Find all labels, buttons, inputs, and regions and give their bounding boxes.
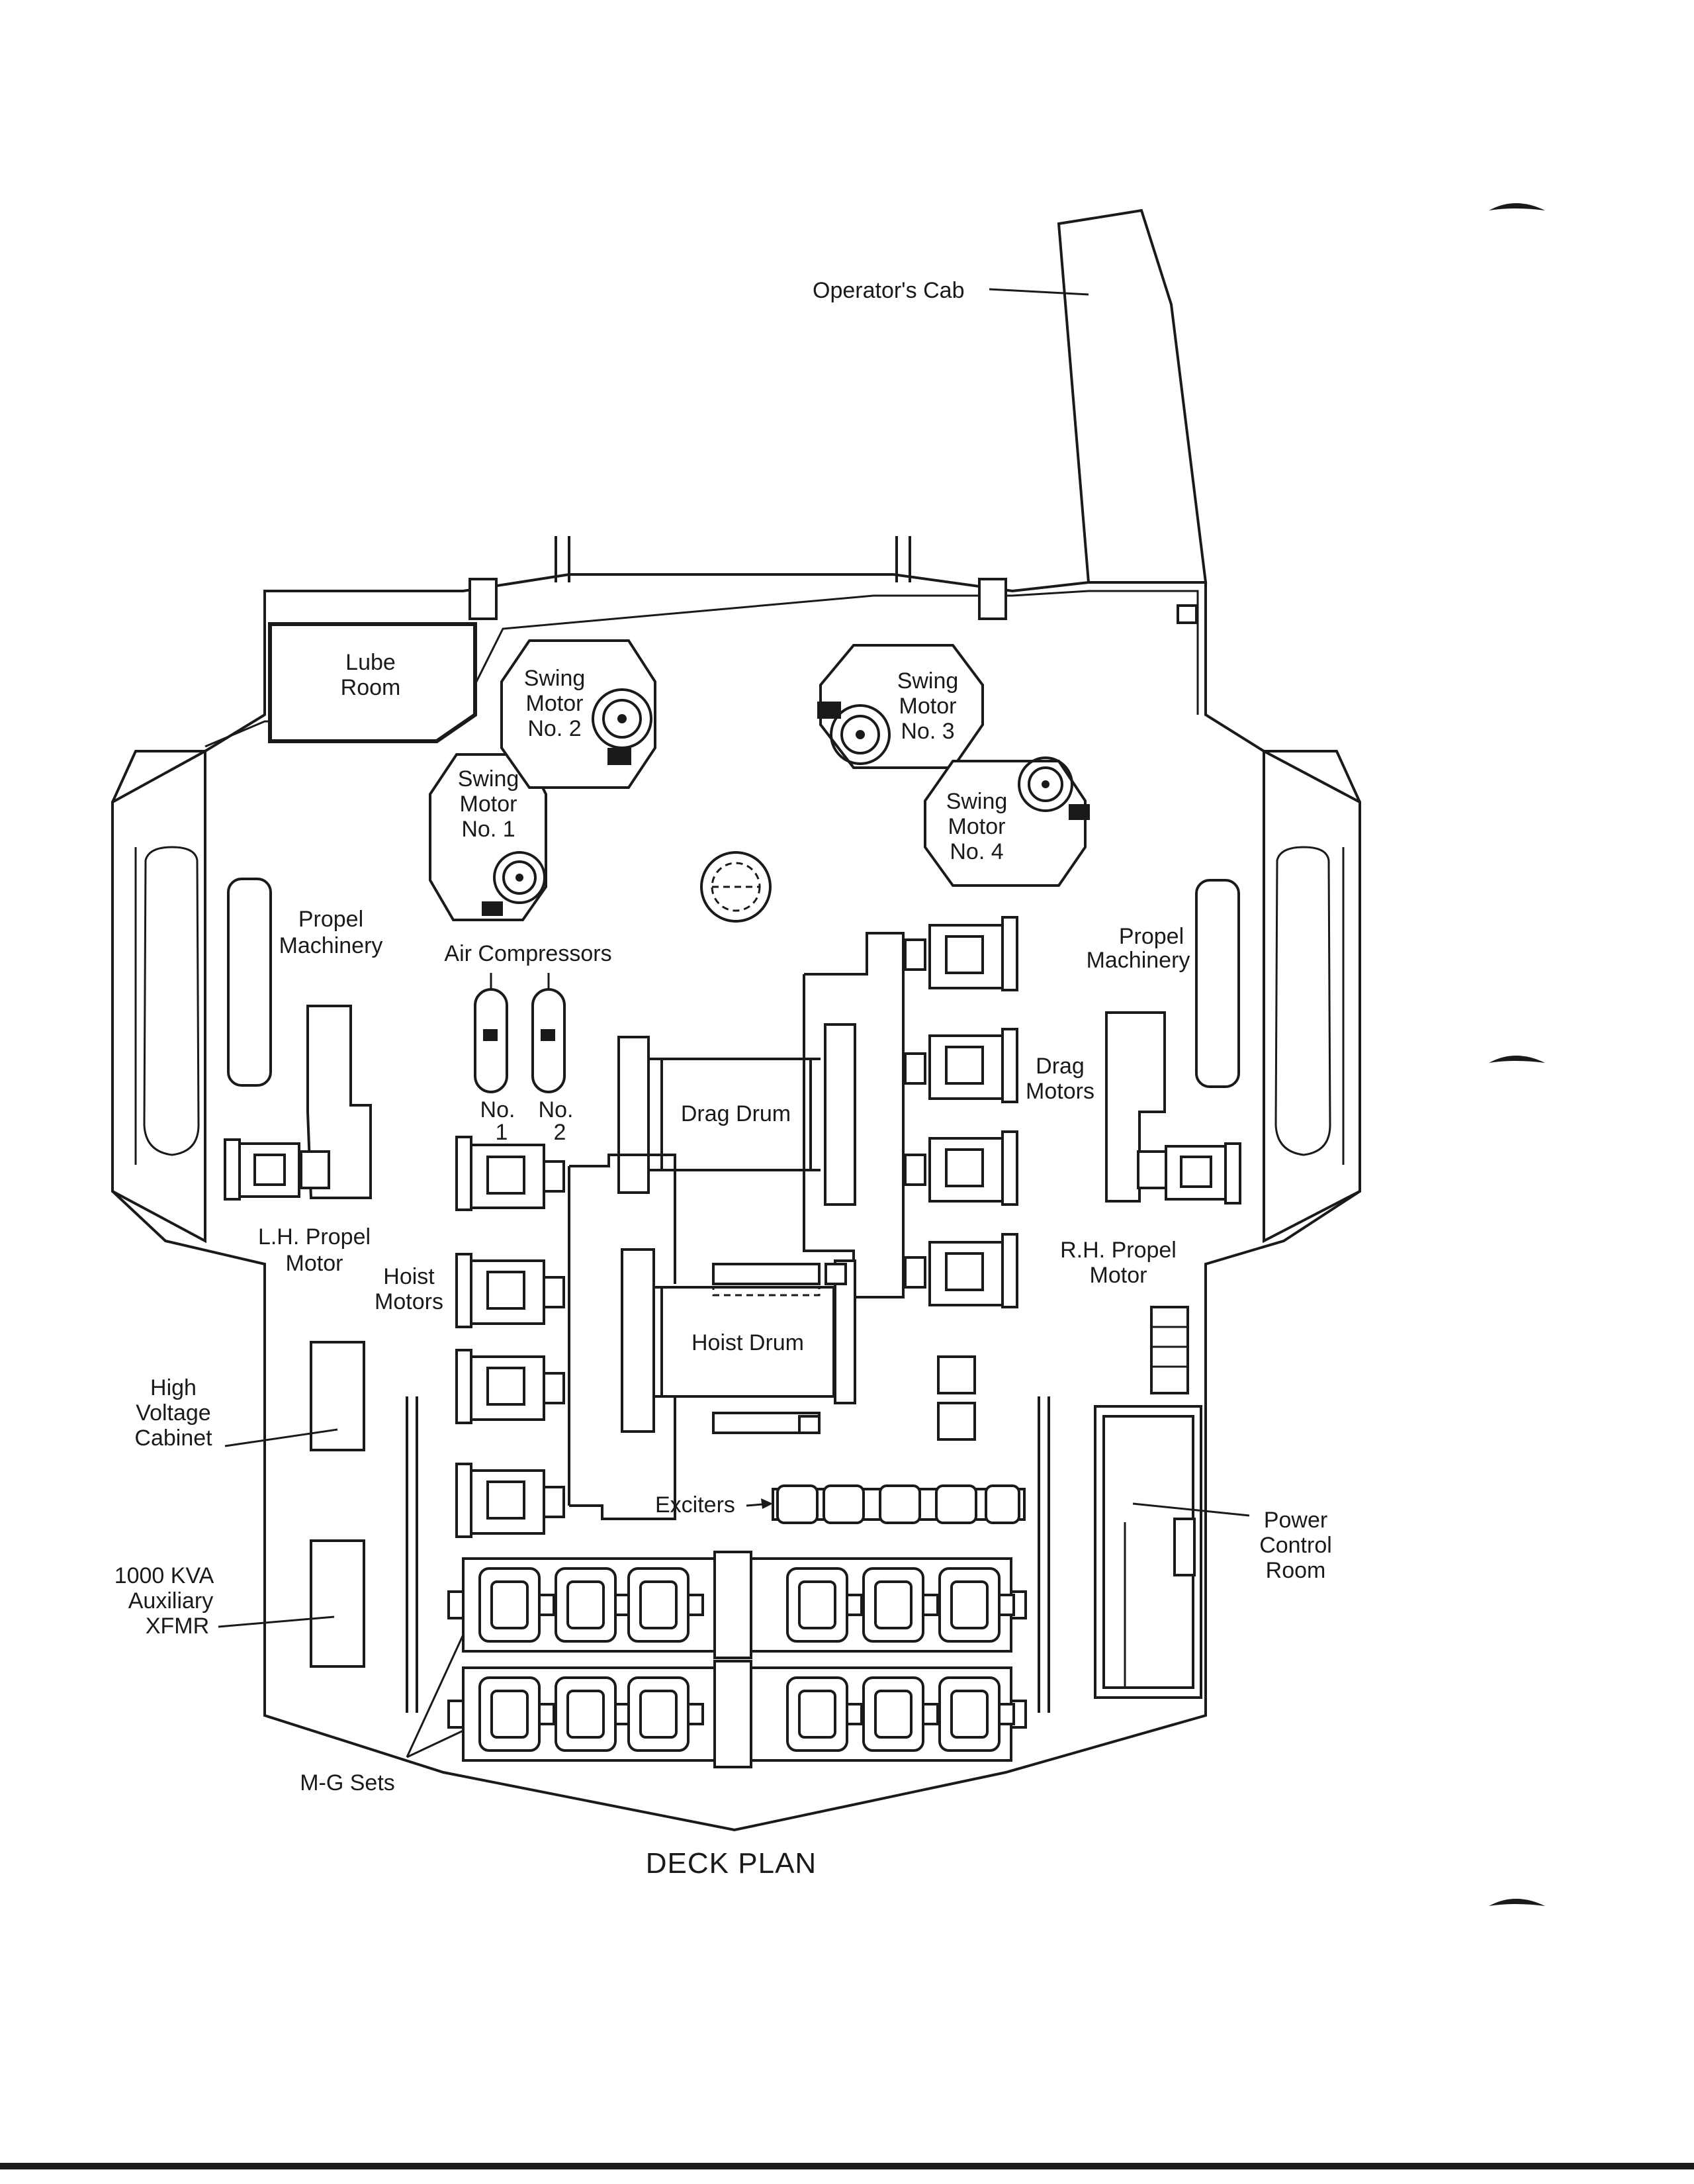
mg-set-shaft <box>687 1703 704 1725</box>
mg-set-unit-core <box>798 1690 836 1739</box>
page-bottom-edge <box>0 2163 1694 2169</box>
drag-drum[interactable]: Drag Drum <box>617 1023 856 1206</box>
operators-cab <box>1057 208 1208 584</box>
side-rails <box>406 1396 1050 1713</box>
mg-set-shaft <box>998 1594 1015 1616</box>
mg-set-shaft <box>998 1703 1015 1725</box>
mg-set-shaft <box>687 1594 704 1616</box>
exciters[interactable]: Exciters <box>655 1484 1026 1524</box>
mg-set-unit-core <box>950 1580 989 1629</box>
mg-set-unit <box>938 1567 1001 1643</box>
mg-set-shaft <box>922 1594 939 1616</box>
mg-set-unit-core <box>639 1690 678 1739</box>
svg-text:Air Compressors: Air Compressors <box>444 941 611 966</box>
svg-text:Drag Drum: Drag Drum <box>681 1101 791 1126</box>
mg-set-end-cap <box>447 1590 465 1619</box>
mg-set-unit <box>862 1567 924 1643</box>
mg-set-unit <box>555 1676 617 1752</box>
mg-set-unit <box>555 1567 617 1643</box>
mg-set-unit-core <box>639 1580 678 1629</box>
mg-set-unit <box>862 1676 924 1752</box>
mg-set-unit <box>786 1676 848 1752</box>
mg-set-unit <box>627 1567 690 1643</box>
mg-set-unit <box>478 1567 541 1643</box>
mg-set-unit <box>627 1676 690 1752</box>
mg-set-end-cap <box>447 1700 465 1729</box>
mg-set-unit-core <box>490 1580 529 1629</box>
mg-set-shaft <box>538 1703 555 1725</box>
mg-set-coupling <box>713 1551 752 1659</box>
binder-hole-marks <box>1489 203 1545 1906</box>
mg-sets[interactable] <box>447 1551 1027 1768</box>
svg-text:Exciters: Exciters <box>655 1492 735 1518</box>
air-compressors[interactable]: Air Compressors No.1 No.2 <box>444 941 611 1145</box>
mg-set-unit <box>938 1676 1001 1752</box>
mg-set-shaft <box>538 1594 555 1616</box>
left-crawler-bay <box>111 749 206 1244</box>
mg-set-unit <box>478 1676 541 1752</box>
top-roller-brackets <box>468 536 1198 624</box>
mg-set-unit-core <box>874 1580 913 1629</box>
mg-sets-label: M-G Sets <box>300 1770 395 1796</box>
mg-set-shaft <box>846 1703 863 1725</box>
mg-set-unit-core <box>874 1690 913 1739</box>
mg-set-unit-core <box>490 1690 529 1739</box>
right-crawler-bay <box>1263 749 1361 1244</box>
mg-set-shaft <box>922 1703 939 1725</box>
svg-text:No.1: No.1 <box>480 1097 515 1145</box>
mg-set-shaft <box>846 1594 863 1616</box>
mg-set-unit <box>786 1567 848 1643</box>
mg-set-unit-core <box>566 1690 605 1739</box>
hoist-drum[interactable]: Hoist Drum <box>621 1248 856 1434</box>
operators-cab-leader <box>989 288 1089 296</box>
svg-text:No.2: No.2 <box>539 1097 574 1145</box>
page-title: DECK PLAN <box>646 1847 817 1880</box>
mg-set-unit-core <box>950 1690 989 1739</box>
mg-sets-leader <box>406 1634 465 1758</box>
mg-set-coupling <box>713 1660 752 1768</box>
control-boxes <box>937 1355 976 1441</box>
svg-text:Hoist Drum: Hoist Drum <box>691 1330 804 1355</box>
mg-set-unit-core <box>798 1580 836 1629</box>
operators-cab-label: Operator's Cab <box>813 278 964 303</box>
center-pin <box>700 851 772 923</box>
mg-set-unit-core <box>566 1580 605 1629</box>
